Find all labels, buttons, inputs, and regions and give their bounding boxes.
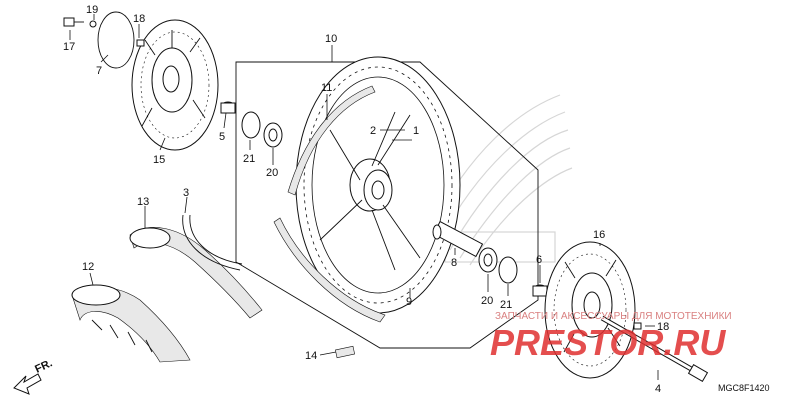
leader-lines (69, 14, 659, 380)
collar-part-5 (220, 101, 236, 114)
label-part-4: 4 (655, 383, 661, 395)
label-part-21-right: 21 (500, 299, 512, 311)
wheel-assembly-outline (235, 61, 539, 349)
balance-weight-part-14 (335, 345, 355, 359)
front-label: FR. (33, 357, 54, 375)
label-part-10: 10 (325, 33, 337, 45)
label-part-13: 13 (137, 196, 149, 208)
wheel-rim (295, 56, 461, 314)
label-part-5: 5 (219, 131, 225, 143)
label-part-18-left: 18 (133, 13, 145, 25)
label-part-19: 19 (86, 4, 98, 16)
watermark-caption: ЗАПЧАСТИ И АКСЕССУАРЫ ДЛЯ МОТОТЕХНИКИ (495, 311, 732, 322)
front-arrow-icon (13, 373, 42, 395)
label-part-3: 3 (183, 187, 189, 199)
bolt-part-18-right (633, 322, 642, 330)
label-part-15: 15 (153, 154, 165, 166)
rim-band-upper (287, 85, 376, 196)
screw-part-19 (89, 20, 97, 28)
brake-disc-left (131, 19, 219, 151)
label-part-6: 6 (536, 254, 542, 266)
label-part-14: 14 (305, 350, 317, 362)
brake-disc-right (544, 241, 636, 379)
oil-seal-left (241, 111, 261, 139)
bearing-right (478, 247, 498, 273)
label-part-1: 1 (413, 125, 419, 137)
label-part-2: 2 (370, 125, 376, 137)
label-part-20-right: 20 (481, 295, 493, 307)
bearing-left (263, 122, 283, 148)
part-labels: 17 19 18 7 15 5 21 20 11 10 2 1 13 3 12 … (63, 4, 669, 395)
label-part-18-right: 18 (657, 321, 669, 333)
tire-part-12 (71, 284, 191, 363)
label-part-20-left: 20 (266, 167, 278, 179)
bolt-part-17 (63, 17, 84, 27)
ring-part-7 (97, 11, 135, 69)
collar-part-6 (532, 284, 548, 297)
label-part-21-left: 21 (243, 153, 255, 165)
rim-band (273, 217, 386, 323)
watermark: ЗАПЧАСТИ И АКСЕССУАРЫ ДЛЯ МОТОТЕХНИКИ PR… (490, 311, 732, 363)
label-part-16: 16 (593, 229, 605, 241)
tube-strip-part-3 (182, 214, 243, 271)
label-part-12: 12 (82, 261, 94, 273)
axle-part-4 (600, 315, 709, 383)
front-direction-indicator: FR. (13, 357, 54, 395)
oil-seal-right (498, 256, 518, 284)
label-part-9: 9 (406, 296, 412, 308)
diagram-code: MGC8F1420 (718, 383, 770, 393)
watermark-logo: PRESTOR.RU (490, 322, 726, 363)
label-part-8: 8 (451, 257, 457, 269)
bolt-part-18-left (136, 39, 145, 47)
inner-tube-part-13 (129, 227, 263, 319)
axle-spacer-part-8 (432, 220, 484, 258)
label-part-7: 7 (96, 65, 102, 77)
label-part-17: 17 (63, 41, 75, 53)
label-part-11: 11 (321, 82, 332, 94)
